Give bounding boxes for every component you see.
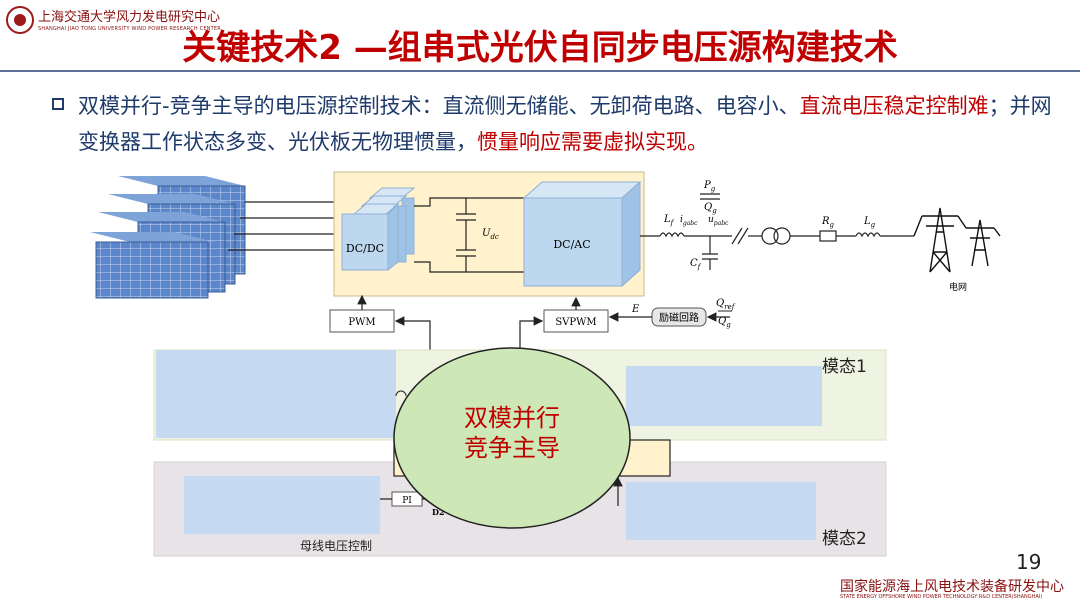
mode1-label: 模态1 [822, 357, 867, 377]
pv-array-icon [90, 176, 246, 299]
mode2-hidden-block-left [184, 476, 380, 534]
footer-org-en: STATE ENERGY OFFSHORE WIND POWER TECHNOL… [840, 594, 1043, 600]
rg-label: Rg [821, 216, 835, 229]
logo-name: 上海交通大学风力发电研究中心 [38, 10, 221, 25]
bullet-part4-highlight: 惯量响应需要虚拟实现。 [477, 130, 708, 154]
mode1-hidden-block-left [156, 350, 396, 438]
logo-subtitle: SHANGHAI JIAO TONG UNIVERSITY WIND POWER… [38, 26, 221, 32]
mode2-label: 模态2 [822, 529, 867, 549]
lf-label: Lf [663, 214, 675, 227]
pwm-label: PWM [348, 317, 375, 328]
dcdc-converter-block: DC/DC [341, 187, 416, 272]
dcac-label: DC/AC [553, 238, 590, 251]
udc-label: Udc [482, 228, 499, 241]
e-label: E [631, 304, 640, 315]
upabc-label: upabc [708, 215, 729, 227]
bullet-part2-highlight: 直流电压稳定控制难 [799, 94, 989, 118]
bullet-part1: 双模并行-竞争主导的电压源控制技术：直流侧无储能、无卸荷电路、电容小、 [78, 94, 800, 118]
excitation-label: 励磁回路 [659, 311, 699, 324]
pi-label: PI [402, 496, 412, 506]
footer-org-cn: 国家能源海上风电技术装备研发中心 [840, 579, 1064, 595]
bullet-square-icon [52, 98, 64, 110]
lg-label: Lg [863, 216, 876, 229]
center-label-line2: 竞争主导 [464, 434, 560, 462]
qg-label: Qg [704, 202, 717, 215]
cf-label: Cf [690, 258, 702, 271]
bus-voltage-control-label: 母线电压控制 [300, 539, 372, 553]
igabc-label: igabc [680, 215, 698, 227]
mode2-hidden-block-right [626, 482, 816, 540]
svpwm-label: SVPWM [555, 317, 596, 328]
qg-ref-label: Qg [718, 316, 731, 329]
bullet-part3: ；并网变换器工作状态多变、光伏板无物理惯量， [78, 94, 1052, 154]
center-label-line1: 双模并行 [464, 404, 560, 432]
title-divider [0, 70, 1080, 72]
university-seal-icon [6, 6, 34, 34]
transmission-tower-icon [913, 207, 1001, 273]
dual-mode-competition-ellipse [393, 347, 631, 529]
qref-label: Qref [716, 298, 736, 311]
pg-label: Pg [703, 180, 716, 193]
d2-label: D2 [432, 507, 445, 517]
page-number: 19 [1016, 550, 1042, 574]
grid-label: 电网 [949, 281, 967, 293]
mode1-hidden-block-right [626, 366, 822, 426]
bullet-text: 双模并行-竞争主导的电压源控制技术：直流侧无储能、无卸荷电路、电容小、直流电压稳… [78, 88, 1058, 160]
dcdc-label: DC/DC [346, 242, 384, 255]
dcac-converter-block: DC/AC [522, 180, 642, 288]
slide-title: 关键技术2 —组串式光伏自同步电压源构建技术 [182, 28, 898, 68]
logo: 上海交通大学风力发电研究中心 SHANGHAI JIAO TONG UNIVER… [6, 4, 221, 40]
